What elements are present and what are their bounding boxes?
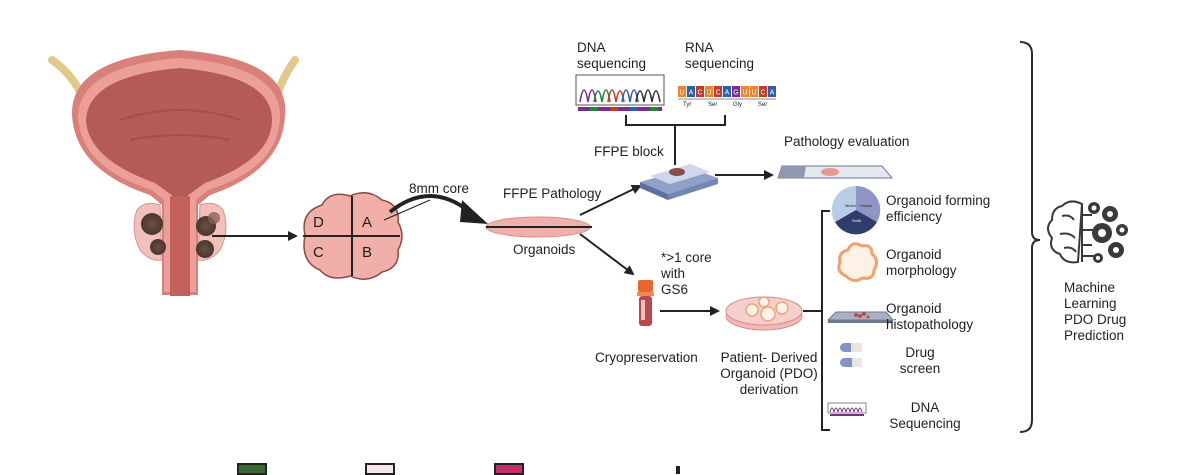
rna-base bbox=[732, 86, 740, 97]
pathology-slide-icon bbox=[777, 165, 894, 179]
rna-base bbox=[741, 86, 749, 97]
rna-base bbox=[759, 86, 767, 97]
core-criteria-line3: GS6 bbox=[661, 282, 689, 297]
core-arrow bbox=[388, 194, 472, 214]
gear-icons bbox=[1088, 202, 1128, 263]
rna-base bbox=[705, 86, 713, 97]
core-criteria-line2: with bbox=[661, 266, 686, 281]
dna-seq-label-line2: sequencing bbox=[577, 56, 647, 71]
rna-base bbox=[723, 86, 731, 97]
ffpe-block-label: FFPE block bbox=[594, 144, 664, 159]
quadrant-label-d: D bbox=[313, 214, 324, 231]
readout-histopathology-line2: histopathology bbox=[886, 317, 974, 332]
rna-base-letter: U bbox=[706, 90, 711, 97]
rna-base bbox=[750, 86, 758, 97]
rna-base bbox=[687, 86, 695, 97]
rna-base-letter: A bbox=[689, 90, 694, 97]
arrow-to-cryo bbox=[579, 233, 635, 276]
pie-label-mixed: Mixed bbox=[845, 203, 856, 208]
quadrant-label-a: A bbox=[362, 214, 373, 231]
petri-dish-icon bbox=[725, 296, 803, 331]
dna-chromatogram-icon bbox=[575, 74, 665, 111]
pie-chart-icon: Mixed Hollow Solid bbox=[831, 185, 881, 235]
ml-label-line4: Prediction bbox=[1064, 328, 1125, 343]
pdo-label-line2: Organoid (PDO) bbox=[720, 366, 818, 381]
codon-label: Tyr bbox=[683, 102, 692, 108]
rna-base-letter: U bbox=[751, 90, 756, 97]
organoids-label: Organoids bbox=[513, 242, 576, 257]
readout-drug-screen-line2: screen bbox=[899, 361, 941, 376]
readout-drug-screen-line1: Drug bbox=[905, 345, 935, 360]
rna-base-letter: U bbox=[742, 90, 747, 97]
pie-label-solid: Solid bbox=[852, 218, 861, 223]
legend-swatch-magenta bbox=[494, 463, 524, 475]
capsule-icon bbox=[840, 343, 862, 367]
pdo-label-line3: derivation bbox=[739, 382, 799, 397]
core-criteria-line1: *>1 core bbox=[661, 250, 712, 265]
organoid-icon bbox=[837, 242, 879, 283]
codon-label: Ser bbox=[758, 102, 768, 108]
core-tissue bbox=[485, 216, 592, 238]
rna-base-letter: U bbox=[679, 90, 684, 97]
rna-base bbox=[678, 86, 686, 97]
readout-dna-seq-line2: Sequencing bbox=[889, 416, 961, 431]
quadrant-label-c: C bbox=[313, 244, 324, 261]
legend-swatch-green bbox=[237, 463, 267, 475]
rna-seq-label-line1: RNA bbox=[685, 40, 714, 55]
codon-label: Ser bbox=[708, 102, 718, 108]
legend-swatch-pink bbox=[365, 463, 395, 475]
quadrant-label-b: B bbox=[362, 244, 373, 261]
readout-forming-efficiency-line1: Organoid forming bbox=[886, 193, 991, 208]
rna-base-letter: C bbox=[715, 90, 720, 97]
cryo-tube-icon bbox=[637, 280, 654, 326]
rna-base bbox=[714, 86, 722, 97]
readout-bracket bbox=[821, 210, 830, 431]
summary-brace bbox=[1019, 41, 1041, 433]
readout-forming-efficiency-line2: efficiency bbox=[886, 209, 943, 224]
rna-base bbox=[696, 86, 704, 97]
ml-brain-gears-icon bbox=[1047, 200, 1098, 264]
tumor-focus bbox=[150, 239, 166, 255]
dna-seq-label-line1: DNA bbox=[577, 40, 606, 55]
readout-histopathology-line1: Organoid bbox=[886, 301, 942, 316]
tumor-focus bbox=[141, 213, 163, 235]
ffpe-pathology-label: FFPE Pathology bbox=[503, 186, 602, 201]
rna-base-letter: A bbox=[725, 90, 730, 97]
cryopreservation-label: Cryopreservation bbox=[595, 350, 698, 365]
codon-label: Gly bbox=[733, 102, 742, 108]
readout-morphology-line1: Organoid bbox=[886, 247, 942, 262]
ml-label-line1: Machine bbox=[1064, 280, 1116, 295]
tumor-focus bbox=[196, 240, 214, 258]
rna-base-letter: G bbox=[733, 90, 738, 97]
rna-base-letter: C bbox=[697, 90, 702, 97]
core-size-label: 8mm core bbox=[409, 181, 470, 196]
legend-mark bbox=[676, 466, 680, 474]
pdo-label-line1: Patient- Derived bbox=[720, 350, 818, 365]
ml-label-line2: Learning bbox=[1064, 296, 1117, 311]
dna-chromatogram-small-icon bbox=[827, 402, 867, 416]
pie-label-hollow: Hollow bbox=[860, 203, 872, 208]
rna-base-letter: A bbox=[770, 90, 775, 97]
readout-dna-seq-line1: DNA bbox=[910, 400, 940, 415]
ffpe-block-icon bbox=[640, 164, 718, 200]
pathology-evaluation-label: Pathology evaluation bbox=[784, 134, 910, 149]
readout-morphology-line2: morphology bbox=[886, 263, 957, 278]
rna-base-letter: C bbox=[760, 90, 765, 97]
rna-seq-label-line2: sequencing bbox=[685, 56, 755, 71]
arrow-to-ffpe-block bbox=[579, 184, 642, 216]
bladder-prostate-illustration bbox=[48, 50, 299, 296]
ml-label-line3: PDO Drug bbox=[1064, 312, 1127, 327]
histology-slide-icon bbox=[826, 311, 895, 323]
rna-base bbox=[768, 86, 776, 97]
prostate-section bbox=[303, 192, 431, 280]
